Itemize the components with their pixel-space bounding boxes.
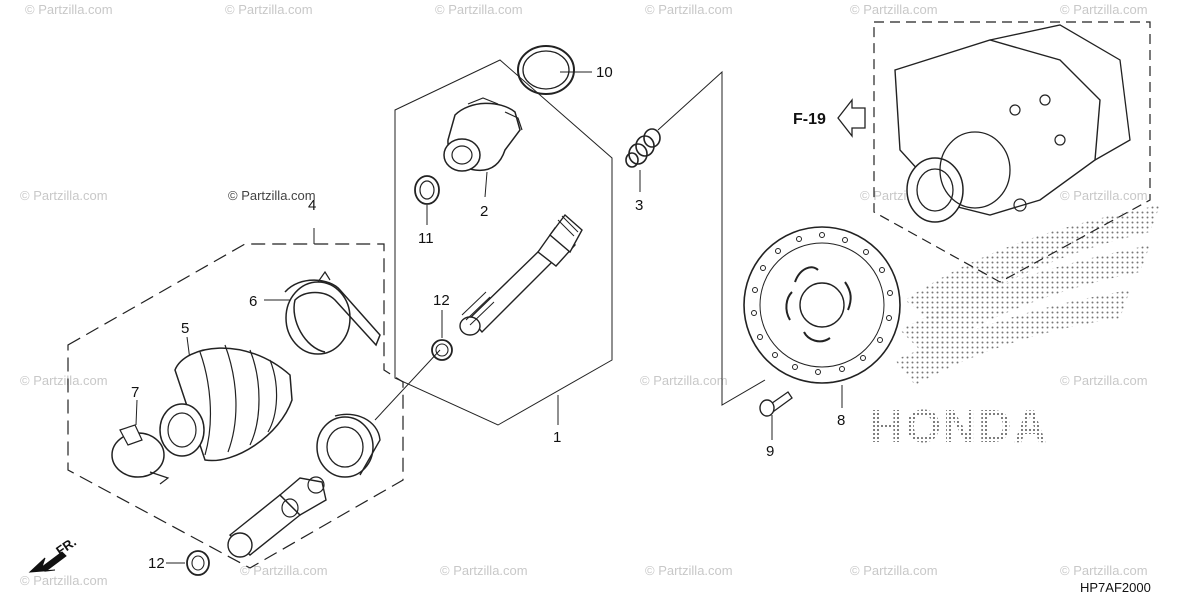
watermark: © Partzilla.com	[20, 373, 108, 388]
drawing-code: HP7AF2000	[1080, 580, 1151, 595]
leader-line	[657, 70, 766, 406]
bearing-seal	[316, 413, 381, 478]
callout-9: 9	[766, 443, 774, 460]
boot-part-5	[159, 344, 293, 462]
front-direction-indicator: FR.	[28, 534, 79, 573]
drive-shaft-part-1	[459, 213, 583, 336]
watermark: © Partzilla.com	[850, 563, 938, 578]
watermark: © Partzilla.com	[25, 2, 113, 17]
callout-10: 10	[596, 64, 613, 81]
arrow-left-icon	[837, 98, 866, 138]
shaft-assembly-outline	[394, 59, 613, 426]
spring-part-3	[625, 128, 661, 168]
callout-5: 5	[181, 320, 189, 337]
clamp-part-7	[111, 424, 170, 485]
callout-7: 7	[131, 384, 139, 401]
callout-2: 2	[480, 203, 488, 220]
gear-case-outline	[873, 21, 1151, 283]
washer-part-12-upper	[431, 339, 453, 361]
ring-part-11	[414, 175, 440, 205]
watermark: © Partzilla.com	[1060, 2, 1148, 17]
final-gear-case	[894, 24, 1131, 223]
o-ring-part-10	[517, 45, 575, 95]
callout-12-upper: 12	[433, 292, 450, 309]
watermark: © Partzilla.com	[435, 2, 523, 17]
watermark: © Partzilla.com	[440, 563, 528, 578]
leader-line	[374, 349, 441, 421]
band-part-6	[284, 270, 381, 355]
callout-8: 8	[837, 412, 845, 429]
watermark: © Partzilla.com	[645, 2, 733, 17]
joint-part-2	[443, 97, 523, 172]
universal-joint	[227, 476, 327, 558]
callout-4: 4	[308, 197, 316, 214]
callout-1: 1	[553, 429, 561, 446]
copyright-label: © Partzilla.com	[228, 188, 316, 203]
watermark: © Partzilla.com	[20, 573, 108, 588]
watermark: © Partzilla.com	[640, 373, 728, 388]
bolt-part-9	[759, 391, 793, 417]
callout-12-lower: 12	[148, 555, 165, 572]
washer-part-12-lower	[186, 550, 210, 576]
watermark: © Partzilla.com	[1060, 188, 1148, 203]
watermark: © Partzilla.com	[1060, 373, 1148, 388]
honda-logo: HONDA	[870, 205, 1160, 452]
arrow-down-left-icon	[28, 551, 67, 573]
watermark: © Partzilla.com	[240, 563, 328, 578]
honda-brand-text: HONDA	[870, 400, 1049, 452]
callout-3: 3	[635, 197, 643, 214]
leader-line	[135, 399, 138, 426]
callout-11: 11	[418, 230, 434, 247]
reference-label: F-19	[793, 111, 826, 128]
watermark: © Partzilla.com	[20, 188, 108, 203]
boot-kit-outline	[67, 243, 404, 569]
watermark: © Partzilla.com	[645, 563, 733, 578]
watermark: © Partzilla.com	[225, 2, 313, 17]
callout-6: 6	[249, 293, 257, 310]
leader-line	[484, 171, 488, 198]
reference-arrow: F-19	[793, 98, 866, 138]
brake-disc-part-8	[743, 226, 901, 384]
watermark: © Partzilla.com	[850, 2, 938, 17]
watermark: © Partzilla.com	[1060, 563, 1148, 578]
front-direction-label: FR.	[53, 534, 79, 558]
